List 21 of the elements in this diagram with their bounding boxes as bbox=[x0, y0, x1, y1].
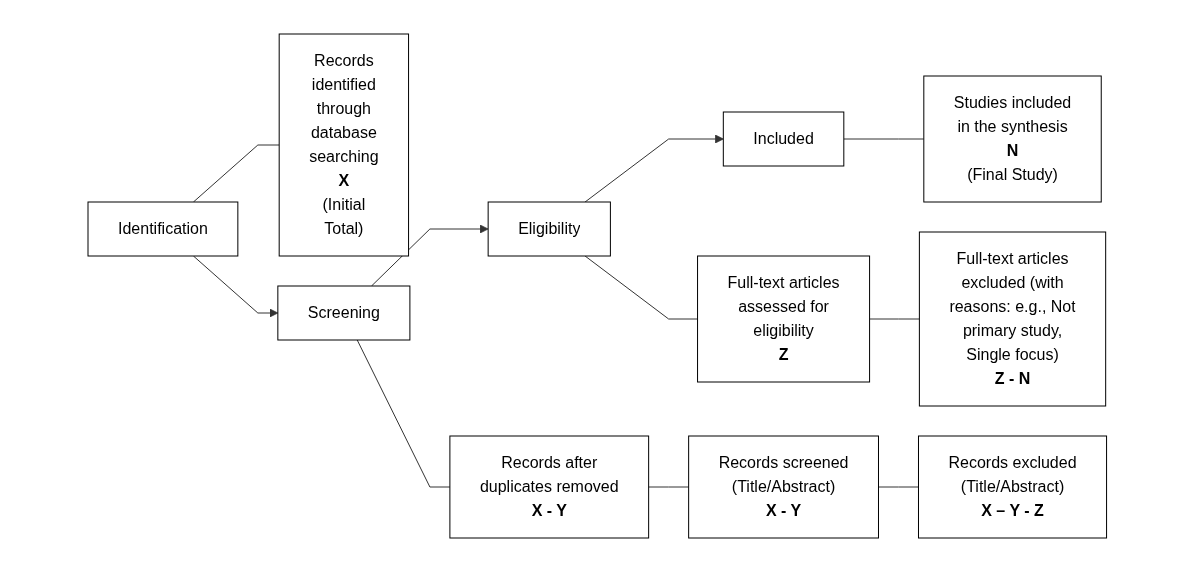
arrow bbox=[193, 255, 279, 318]
node-box: Screening bbox=[277, 285, 411, 341]
connector bbox=[193, 144, 280, 203]
node-box: Full-text articles excluded (with reasons: e.g., Not primary study, Single focus) Z - N bbox=[919, 231, 1107, 407]
node-box: Records identified through database searching X (Initial Total) bbox=[278, 33, 410, 257]
connector bbox=[584, 255, 699, 320]
node-box: Included bbox=[723, 111, 845, 167]
node-box: Identification bbox=[87, 201, 239, 257]
connector bbox=[648, 486, 690, 488]
node-box: Eligibility bbox=[487, 201, 612, 257]
connector bbox=[356, 339, 451, 488]
node-box: Full-text articles assessed for eligibility Z bbox=[697, 255, 871, 383]
connector bbox=[843, 138, 925, 140]
arrow bbox=[371, 224, 489, 287]
node-box: Records screened (Title/Abstract) X - Y bbox=[688, 435, 880, 539]
connector bbox=[878, 486, 920, 488]
node-box: Studies included in the synthesis N (Final Study) bbox=[923, 75, 1102, 203]
connector bbox=[869, 318, 921, 320]
node-box: Records excluded (Title/Abstract) X – Y - Z bbox=[918, 435, 1108, 539]
arrow bbox=[584, 134, 724, 203]
node-box: Records after duplicates removed X - Y bbox=[449, 435, 650, 539]
